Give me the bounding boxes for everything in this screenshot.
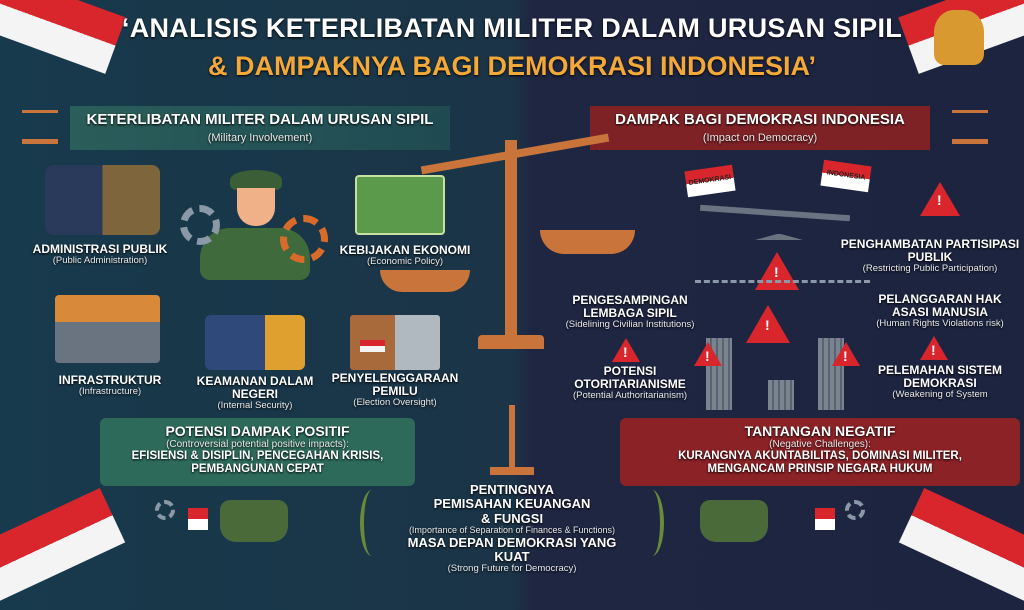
- right-header-title: DAMPAK BAGI DEMOKRASI INDONESIA: [615, 111, 905, 128]
- scale-pan-right-broken: [540, 230, 635, 254]
- item-infrastruktur: INFRASTRUKTUR(Infrastructure): [40, 373, 180, 398]
- left-header-subtitle: (Military Involvement): [207, 131, 313, 144]
- ballot-box-icon: [350, 315, 440, 370]
- chain-icon: [695, 280, 870, 284]
- internal-security-icon: [205, 315, 305, 370]
- negative-challenges-box: TANTANGAN NEGATIF (Negative Challenges):…: [620, 418, 1020, 486]
- item-sublabel: (Restricting Public Participation): [862, 263, 998, 275]
- item-penyelenggaraan-pemilu: PENYELENGGARAAN PEMILU(Election Oversigh…: [320, 371, 470, 409]
- scale-pan-left: [380, 270, 470, 292]
- warning-icon: !: [920, 182, 960, 216]
- item-sublabel: (Internal Security): [217, 400, 293, 412]
- separation-title: PENTINGNYA PEMISAHAN KEUANGAN & FUNGSI: [433, 482, 591, 526]
- item-sublabel: (Economic Policy): [366, 256, 444, 268]
- laurel-left-icon: [360, 490, 384, 556]
- public-administration-icon: [45, 165, 160, 235]
- item-pelemahan-sistem: PELEMAHAN SISTEM DEMOKRASI(Weakening of …: [860, 363, 1020, 401]
- warning-icon: !: [612, 338, 640, 362]
- warning-icon: !: [920, 336, 948, 360]
- item-pengesampingan-lembaga: PENGESAMPINGAN LEMBAGA SIPIL(Sidelining …: [555, 293, 705, 331]
- small-balance-base: [755, 212, 803, 240]
- tank-icon-right: [700, 500, 768, 542]
- item-sublabel: (Public Administration): [52, 255, 148, 267]
- item-sublabel: (Sidelining Civilian Institutions): [565, 319, 695, 331]
- item-pelanggaran-ham: PELANGGARAN HAK ASASI MANUSIA(Human Righ…: [860, 292, 1020, 330]
- item-potensi-otoritarianisme: POTENSI OTORITARIANISME(Potential Author…: [560, 364, 700, 402]
- broken-pillar-icon: [768, 380, 794, 410]
- tank-icon-left: [220, 500, 288, 542]
- item-keamanan-dalam-negeri: KEAMANAN DALAM NEGERI(Internal Security): [190, 374, 320, 412]
- item-sublabel: (Weakening of System: [892, 389, 988, 401]
- item-label: POTENSI OTORITARIANISME: [574, 364, 686, 392]
- item-label: PENGHAMBATAN PARTISIPASI PUBLIK: [840, 237, 1020, 265]
- flag-indonesia: INDONESIA: [820, 159, 872, 193]
- item-label: KEBIJAKAN EKONOMI: [339, 243, 471, 257]
- warning-icon: !: [755, 252, 799, 290]
- flag-decoration-bottom-right: [898, 488, 1024, 610]
- flag-decoration-bottom-left: [0, 488, 126, 610]
- left-header-title: KETERLIBATAN MILITER DALAM URUSAN SIPIL: [86, 111, 434, 128]
- economic-policy-icon: [355, 175, 445, 235]
- box-subtitle: (Controversial potential positive impact…: [166, 439, 349, 451]
- box-title: POTENSI DAMPAK POSITIF: [165, 423, 350, 439]
- gear-icon: [155, 500, 175, 520]
- positive-impacts-box: POTENSI DAMPAK POSITIF (Controversial po…: [100, 418, 415, 486]
- box-body: KURANGNYA AKUNTABILITAS, DOMINASI MILITE…: [678, 450, 962, 476]
- box-subtitle: (Negative Challenges):: [769, 439, 871, 451]
- title-line-1: ‘ANALISIS KETERLIBATAN MILITER DALAM URU…: [121, 13, 903, 43]
- ballot-box-icon: [815, 508, 835, 530]
- gear-icon: [280, 215, 328, 263]
- gear-icon: [180, 205, 220, 245]
- scale-icon-right: [952, 110, 988, 144]
- item-label: ADMINISTRASI PUBLIK: [32, 242, 168, 256]
- scale-icon-left: [22, 110, 58, 144]
- item-label: PENGESAMPINGAN LEMBAGA SIPIL: [572, 293, 688, 321]
- item-sublabel: (Election Oversight): [353, 397, 437, 409]
- warning-icon: !: [694, 342, 722, 366]
- ballot-box-icon: [188, 508, 208, 530]
- scale-pillar: [505, 140, 517, 340]
- item-label: KEAMANAN DALAM NEGERI: [196, 374, 314, 402]
- box-title: TANTANGAN NEGATIF: [744, 423, 896, 439]
- item-label: PELANGGARAN HAK ASASI MANUSIA: [878, 292, 1002, 320]
- right-header-subtitle: (Impact on Democracy): [702, 131, 818, 144]
- warning-icon: !: [746, 305, 790, 343]
- future-title: MASA DEPAN DEMOKRASI YANG KUAT: [407, 534, 617, 565]
- item-sublabel: (Potential Authoritarianism): [572, 390, 688, 402]
- gear-icon: [845, 500, 865, 520]
- flag-democracy: DEMOKRASI: [684, 164, 736, 198]
- item-label: PELEMAHAN SISTEM DEMOKRASI: [877, 363, 1002, 391]
- left-section-header: KETERLIBATAN MILITER DALAM URUSAN SIPIL …: [70, 106, 450, 150]
- infrastructure-icon: [55, 295, 160, 363]
- center-message: PENTINGNYA PEMISAHAN KEUANGAN & FUNGSI (…: [400, 482, 624, 575]
- item-kebijakan-ekonomi: KEBIJAKAN EKONOMI(Economic Policy): [330, 243, 480, 268]
- scale-base: [478, 335, 544, 349]
- item-sublabel: (Human Rights Violations risk): [876, 318, 1004, 330]
- right-section-header: DAMPAK BAGI DEMOKRASI INDONESIA (Impact …: [590, 106, 930, 150]
- item-label: PENYELENGGARAAN PEMILU: [331, 371, 459, 399]
- title-line-2: & DAMPAKNYA BAGI DEMOKRASI INDONESIA’: [207, 51, 817, 81]
- future-subtitle: (Strong Future for Democracy): [447, 563, 577, 575]
- item-sublabel: (Infrastructure): [78, 386, 142, 398]
- box-body: EFISIENSI & DISIPLIN, PENCEGAHAN KRISIS,…: [131, 450, 384, 476]
- separation-subtitle: (Importance of Separation of Finances & …: [408, 524, 616, 535]
- item-label: INFRASTRUKTUR: [58, 373, 162, 387]
- item-penghambatan-partisipasi: PENGHAMBATAN PARTISIPASI PUBLIK(Restrict…: [840, 237, 1020, 275]
- warning-icon: !: [832, 342, 860, 366]
- laurel-right-icon: [640, 490, 664, 556]
- item-administrasi-publik: ADMINISTRASI PUBLIK(Public Administratio…: [20, 242, 180, 267]
- small-scale-icon: [490, 405, 534, 475]
- garuda-emblem-icon: [934, 10, 984, 65]
